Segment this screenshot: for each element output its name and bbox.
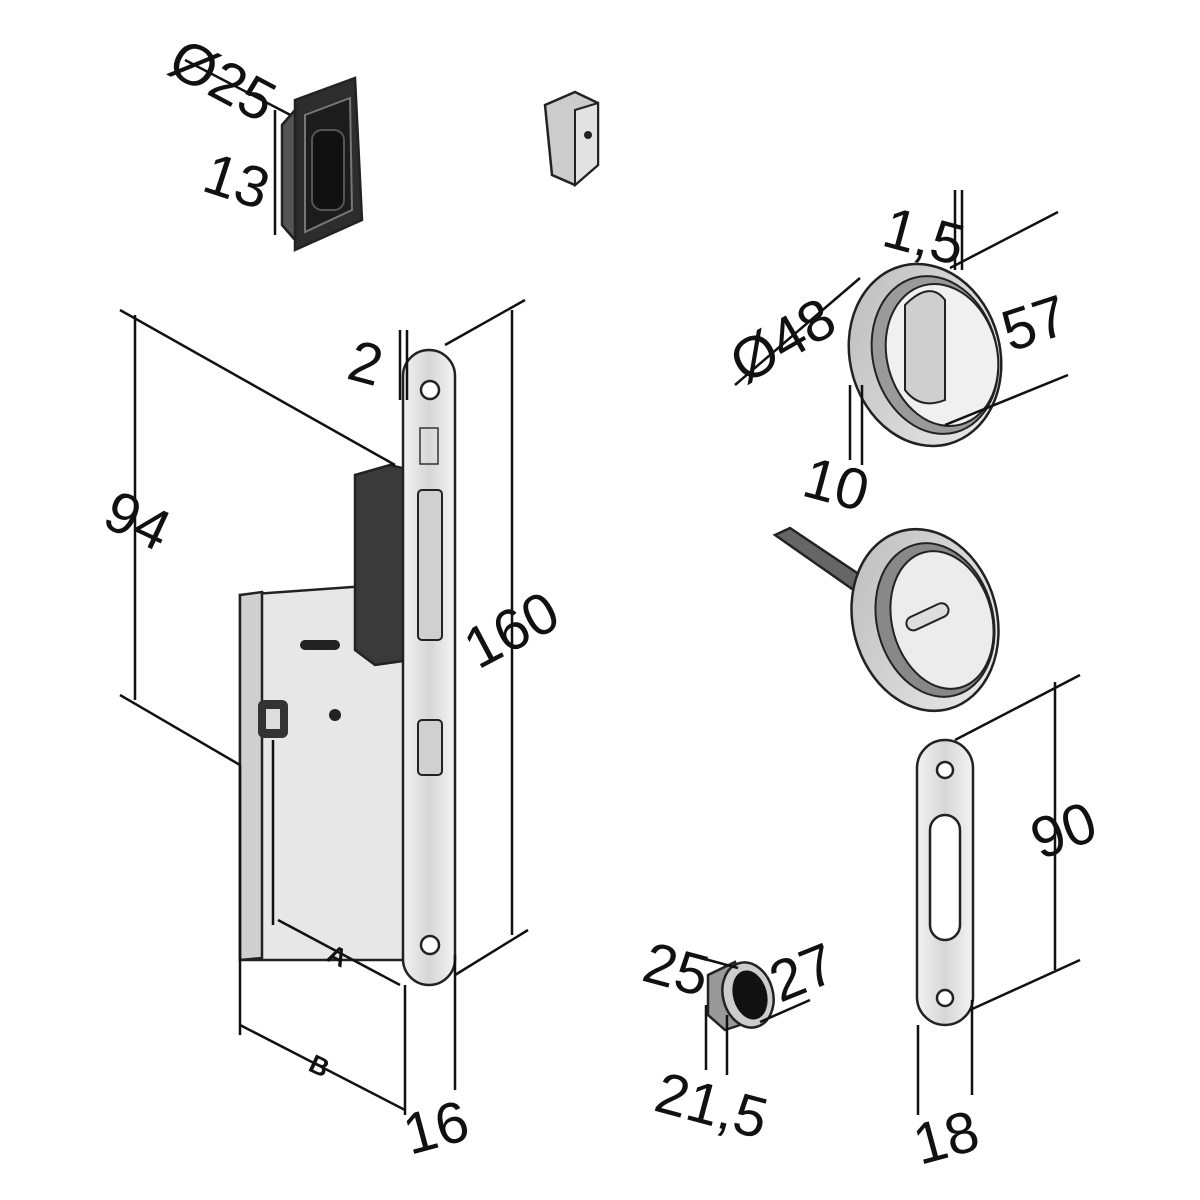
mortise-lock (238, 348, 457, 987)
dim-b-label: B (304, 1048, 334, 1083)
latch-diameter-label: Ø25 (159, 26, 286, 135)
faceplate-length-label: 160 (454, 579, 570, 682)
bush-inner-label: 21,5 (649, 1060, 775, 1152)
flush-pull-front (847, 262, 1003, 448)
bush-outer-label: 25 (637, 930, 716, 1009)
faceplate-width-label: 16 (397, 1088, 476, 1167)
pull-diameter-label: Ø48 (719, 285, 846, 396)
pull-outer-label: 57 (994, 283, 1075, 365)
faceplate-thickness-label: 2 (342, 328, 390, 399)
mortise-dimension-lines (119, 298, 529, 1115)
pull-depth-label: 10 (797, 445, 876, 524)
latch-depth-label: 13 (196, 141, 277, 223)
flush-pull-dimension-lines (734, 190, 1069, 465)
spindle-piece (543, 90, 600, 188)
bush-dimension-lines (689, 953, 811, 1075)
pull-rim-label: 1,5 (877, 195, 972, 279)
flush-pull-with-turn (772, 526, 1000, 713)
cylinder-bush (706, 960, 775, 1032)
strike-length-label: 90 (1022, 789, 1105, 872)
backset-height-label: 94 (95, 478, 181, 564)
strike-plate (915, 738, 975, 1027)
latch-cover (184, 58, 364, 252)
strike-dimension-lines (916, 673, 1081, 1115)
